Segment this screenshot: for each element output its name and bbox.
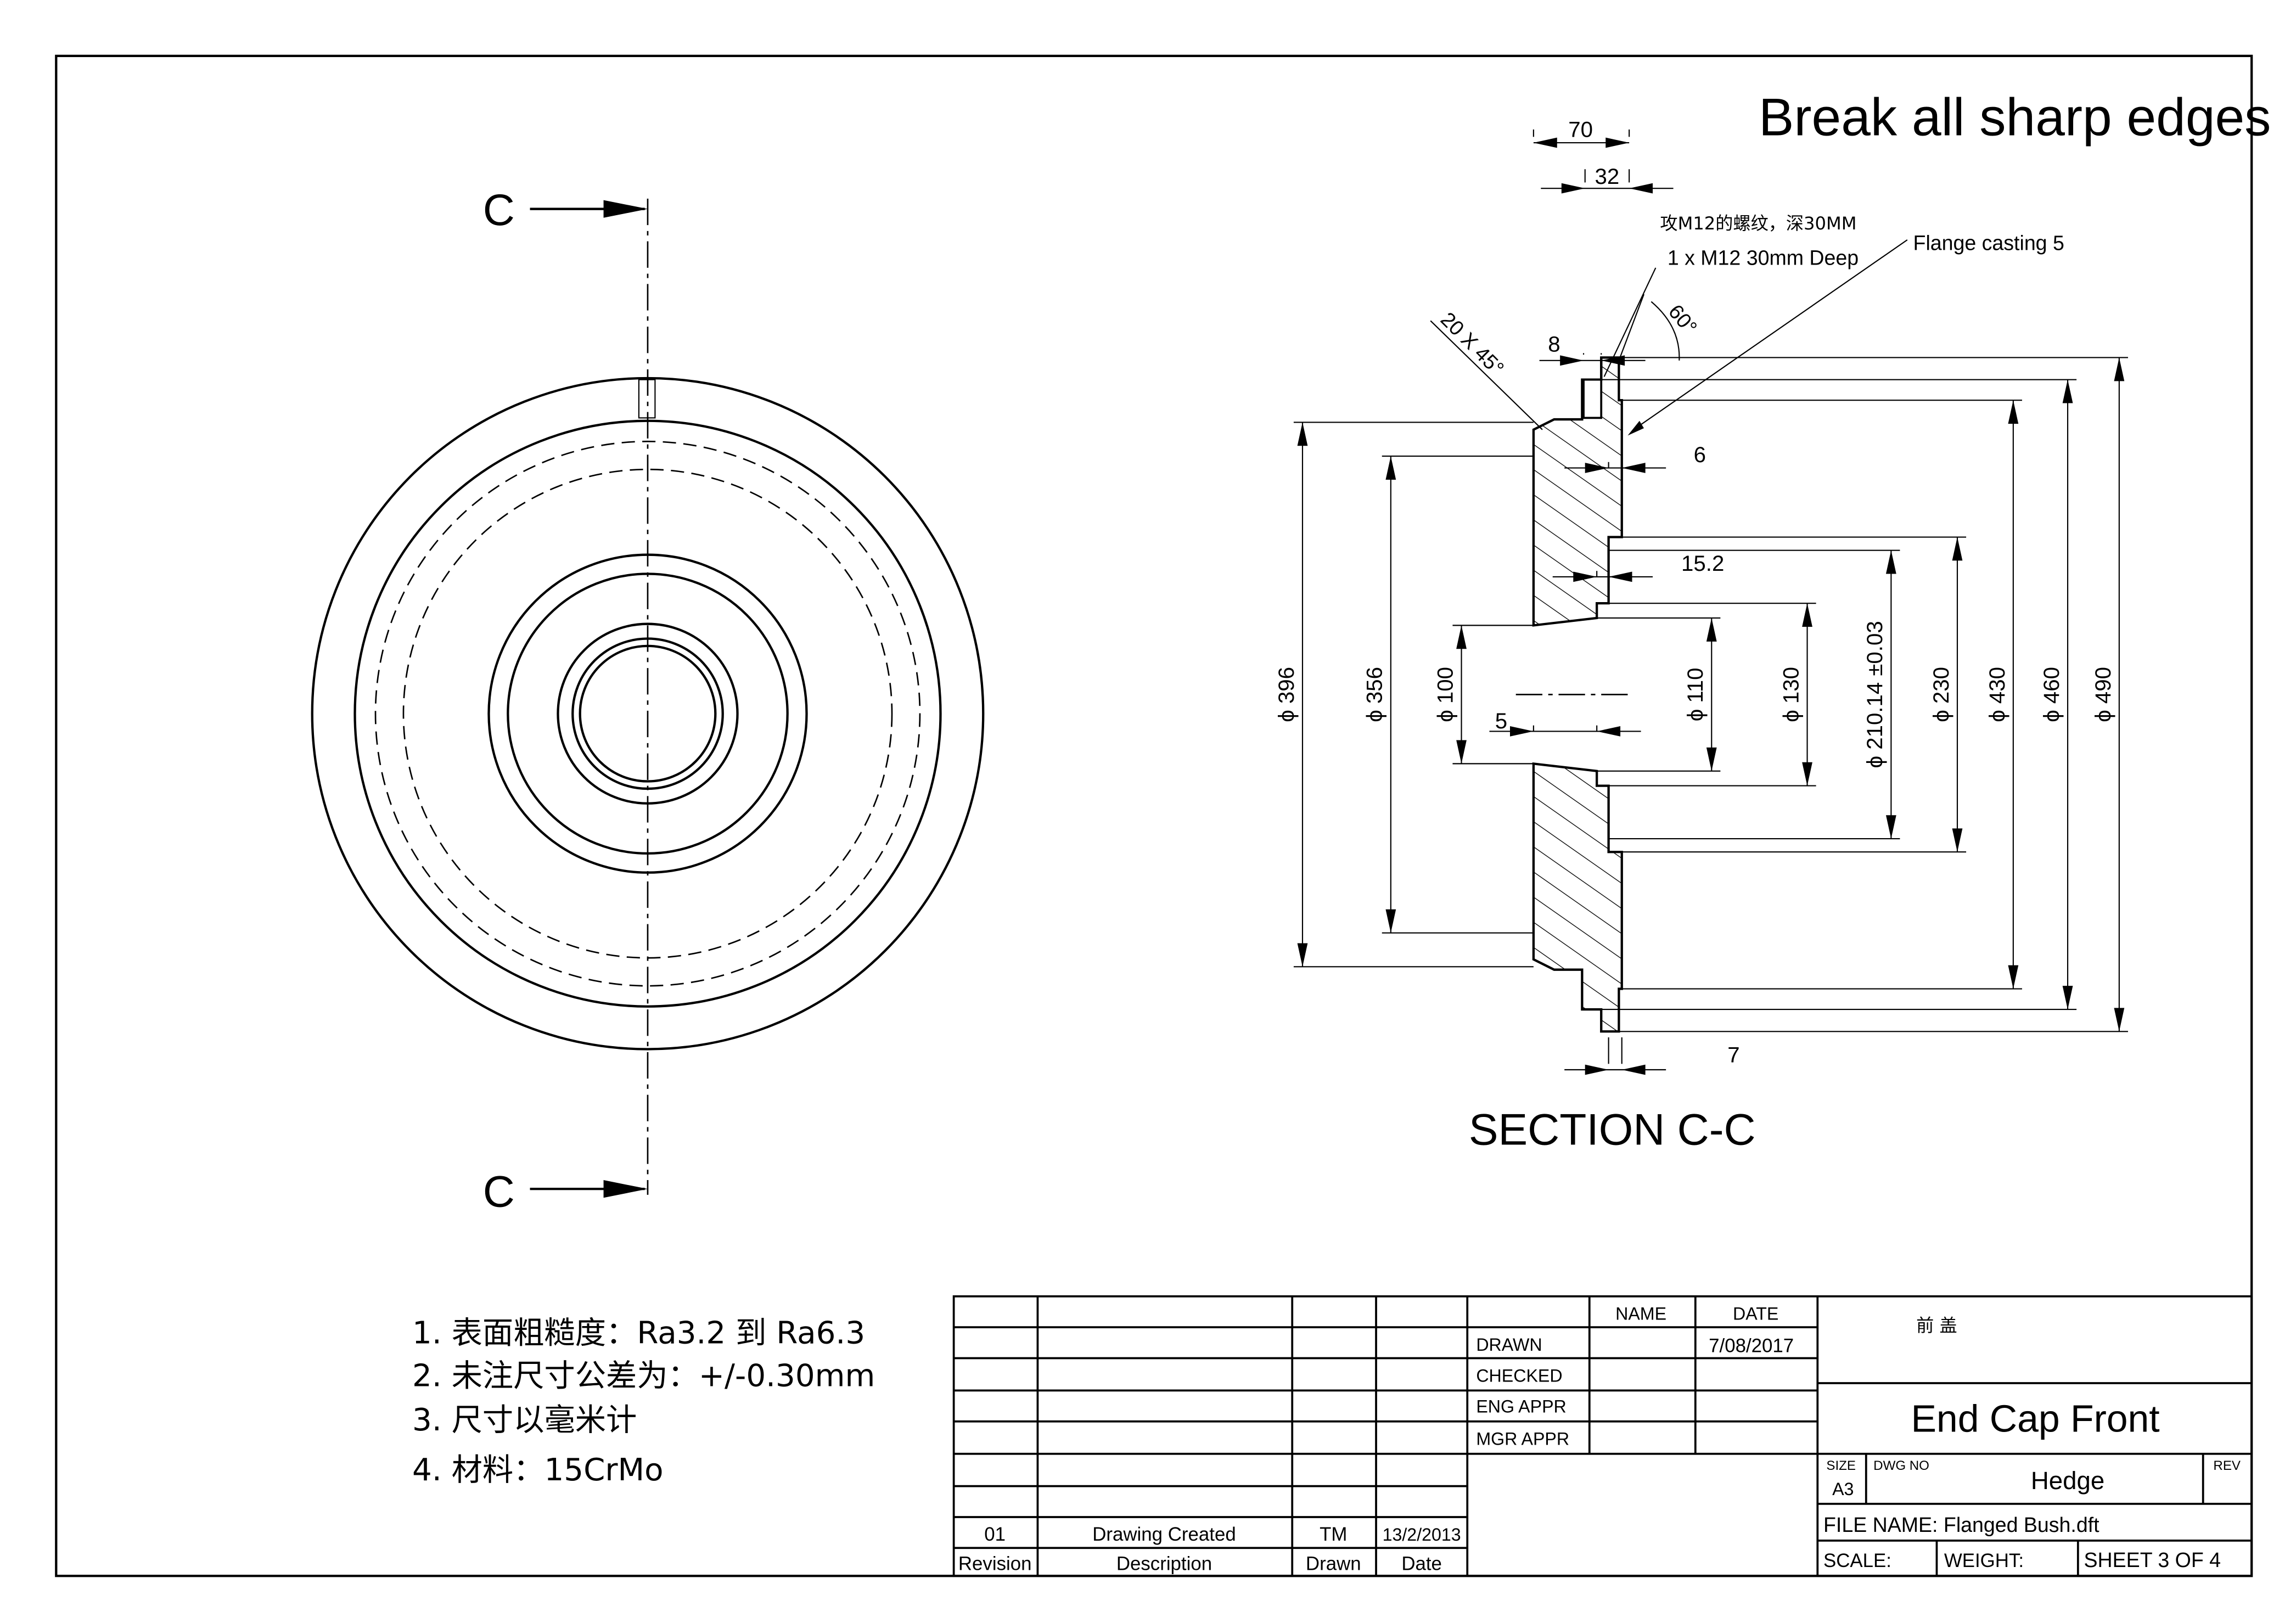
linear-dim: 32: [1595, 164, 1620, 189]
svg-text:C: C: [483, 1167, 515, 1216]
svg-text:SCALE:: SCALE:: [1823, 1550, 1891, 1571]
svg-text:Drawn: Drawn: [1306, 1553, 1361, 1574]
thread-note-cn: 攻M12的螺纹，深30MM: [1660, 213, 1856, 234]
diameter-dim: ϕ 230: [1929, 667, 1953, 722]
svg-text:Date: Date: [1401, 1553, 1442, 1574]
svg-text:Revision: Revision: [958, 1553, 1032, 1574]
general-notes: 1. 表面粗糙度：Ra3.2 到 Ra6.3 2. 未注尺寸公差为：+/-0.3…: [412, 1316, 875, 1488]
chamfer-label: 20 X 45°: [1436, 307, 1509, 380]
svg-text:DWG NO: DWG NO: [1873, 1458, 1929, 1473]
svg-text:Description: Description: [1116, 1553, 1212, 1574]
linear-dim: 70: [1568, 117, 1593, 142]
section-arrow-bottom: C: [483, 1167, 648, 1216]
svg-text:2. 未注尺寸公差为：+/-0.30mm: 2. 未注尺寸公差为：+/-0.30mm: [412, 1358, 875, 1394]
linear-dim: 7: [1727, 1043, 1739, 1068]
svg-text:ϕ 130: ϕ 130: [1778, 667, 1803, 722]
svg-text:DATE: DATE: [1733, 1304, 1778, 1324]
linear-dim: 5: [1495, 709, 1507, 733]
svg-text:A3: A3: [1832, 1479, 1854, 1499]
linear-dim: 15.2: [1681, 551, 1724, 576]
svg-text:ϕ 490: ϕ 490: [2091, 667, 2115, 722]
tapped-hole: [1582, 378, 1603, 419]
thread-note-en: 1 x M12 30mm Deep: [1668, 246, 1859, 269]
svg-text:ϕ 396: ϕ 396: [1274, 667, 1299, 722]
svg-text:CHECKED: CHECKED: [1476, 1366, 1562, 1385]
svg-text:WEIGHT:: WEIGHT:: [1944, 1550, 2024, 1571]
svg-text:7/08/2017: 7/08/2017: [1709, 1335, 1794, 1357]
svg-text:ϕ 230: ϕ 230: [1929, 667, 1953, 722]
svg-text:ϕ 460: ϕ 460: [2039, 667, 2064, 722]
diameter-dim: ϕ 210.14 ±0.03: [1862, 621, 1887, 768]
section-profile-bottom: [1532, 762, 1623, 1033]
diameter-dim: ϕ 110: [1683, 667, 1708, 721]
svg-text:Drawing Created: Drawing Created: [1092, 1524, 1236, 1545]
svg-text:ϕ 110: ϕ 110: [1683, 667, 1708, 721]
svg-text:C: C: [483, 186, 515, 235]
section-title: SECTION C-C: [1469, 1105, 1756, 1155]
leader-lines: [1430, 239, 1908, 436]
svg-text:NAME: NAME: [1615, 1304, 1666, 1324]
sheet-border: [55, 54, 2253, 1577]
section-arrow-top: C: [483, 186, 648, 235]
angle-label: 60°: [1664, 300, 1702, 338]
svg-text:MGR APPR: MGR APPR: [1476, 1429, 1569, 1449]
section-profile-top: [1532, 356, 1623, 627]
drawing-title: End Cap Front: [1911, 1397, 2159, 1440]
svg-text:ϕ 210.14 ±0.03: ϕ 210.14 ±0.03: [1862, 621, 1887, 768]
linear-dim: 6: [1694, 442, 1706, 467]
svg-text:REV: REV: [2213, 1458, 2241, 1473]
flange-note: Flange casting 5: [1913, 232, 2064, 255]
diameter-dim: ϕ 130: [1778, 667, 1803, 722]
svg-text:ϕ 430: ϕ 430: [1985, 667, 2009, 722]
svg-text:13/2/2013: 13/2/2013: [1383, 1525, 1461, 1545]
svg-text:ϕ 356: ϕ 356: [1362, 667, 1387, 722]
diameter-dim: ϕ 396: [1274, 667, 1299, 722]
break-edges-note: Break all sharp edges: [1759, 88, 2271, 147]
diameter-dim: ϕ 356: [1362, 667, 1387, 722]
svg-text:DRAWN: DRAWN: [1476, 1335, 1542, 1355]
linear-dim: 8: [1548, 332, 1560, 357]
title-block: NAME DATE DRAWN CHECKED ENG APPR MGR APP…: [952, 1295, 2253, 1577]
section-view: [1515, 356, 1634, 1033]
svg-text:4. 材料：15CrMo: 4. 材料：15CrMo: [412, 1452, 663, 1488]
diameter-dim: ϕ 490: [2091, 667, 2115, 722]
svg-text:TM: TM: [1320, 1524, 1347, 1545]
diameter-dim: ϕ 100: [1433, 667, 1457, 722]
diameter-dim: ϕ 430: [1985, 667, 2009, 722]
svg-text:Hedge: Hedge: [2031, 1467, 2104, 1495]
svg-text:3. 尺寸以毫米计: 3. 尺寸以毫米计: [412, 1402, 637, 1438]
diameter-dim: ϕ 460: [2039, 667, 2064, 722]
svg-text:01: 01: [984, 1524, 1006, 1545]
svg-text:前 盖: 前 盖: [1916, 1315, 1957, 1336]
svg-text:1. 表面粗糙度：Ra3.2 到 Ra6.3: 1. 表面粗糙度：Ra3.2 到 Ra6.3: [412, 1316, 865, 1351]
svg-text:SHEET 3 OF 4: SHEET 3 OF 4: [2084, 1548, 2221, 1571]
front-view: [311, 198, 985, 1195]
svg-text:ϕ 100: ϕ 100: [1433, 667, 1457, 722]
dimensions: ϕ 396 ϕ 356 ϕ 100 ϕ 110 ϕ 130 ϕ 210.14 ±0.03 ϕ…: [1274, 117, 2128, 1075]
svg-text:FILE NAME: Flanged Bush.dft: FILE NAME: Flanged Bush.dft: [1823, 1513, 2099, 1536]
svg-text:SIZE: SIZE: [1826, 1458, 1856, 1473]
svg-text:ENG APPR: ENG APPR: [1476, 1397, 1566, 1417]
